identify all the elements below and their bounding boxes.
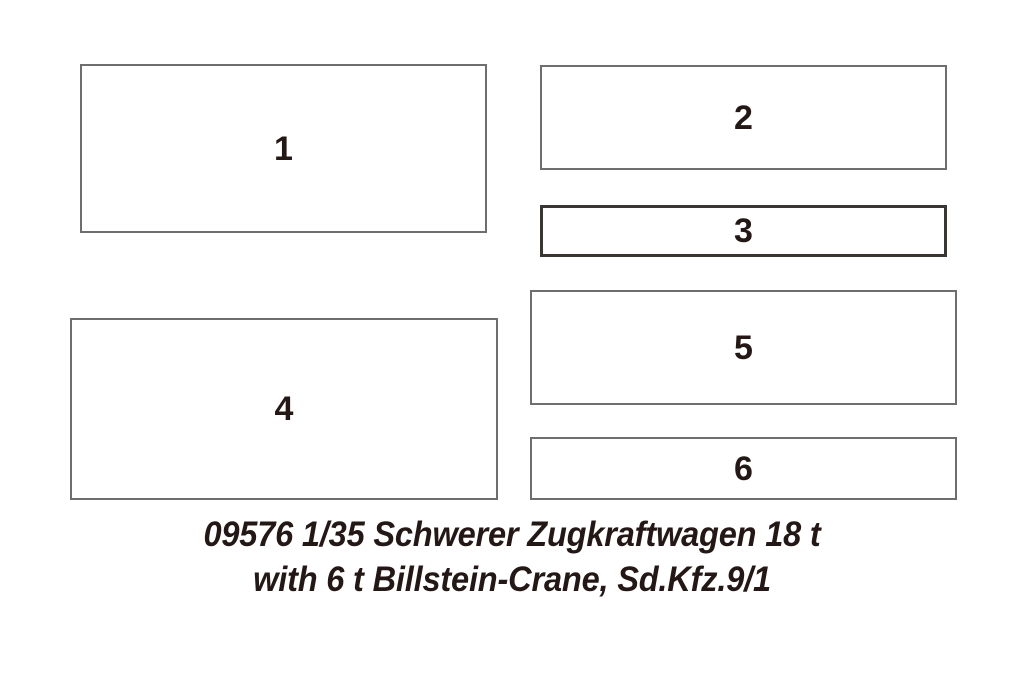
part-box-5-label: 5 bbox=[734, 328, 753, 367]
kit-title-block: 09576 1/35 Schwerer Zugkraftwagen 18 t w… bbox=[0, 512, 1024, 602]
part-box-2-label: 2 bbox=[734, 98, 753, 137]
part-box-5[interactable]: 5 bbox=[530, 290, 957, 405]
part-box-3-label: 3 bbox=[734, 212, 753, 250]
part-box-1[interactable]: 1 bbox=[80, 64, 487, 233]
part-box-4-label: 4 bbox=[274, 390, 294, 428]
kit-title-line-2: with 6 t Billstein-Crane, Sd.Kfz.9/1 bbox=[253, 560, 771, 599]
part-box-1-label: 1 bbox=[274, 129, 293, 168]
part-box-3[interactable]: 3 bbox=[540, 205, 947, 257]
kit-title-line-1: 09576 1/35 Schwerer Zugkraftwagen 18 t bbox=[203, 515, 821, 554]
part-box-6-label: 6 bbox=[734, 449, 753, 488]
part-box-2[interactable]: 2 bbox=[540, 65, 947, 170]
part-box-4[interactable]: 4 bbox=[70, 318, 498, 500]
part-box-6[interactable]: 6 bbox=[530, 437, 957, 500]
